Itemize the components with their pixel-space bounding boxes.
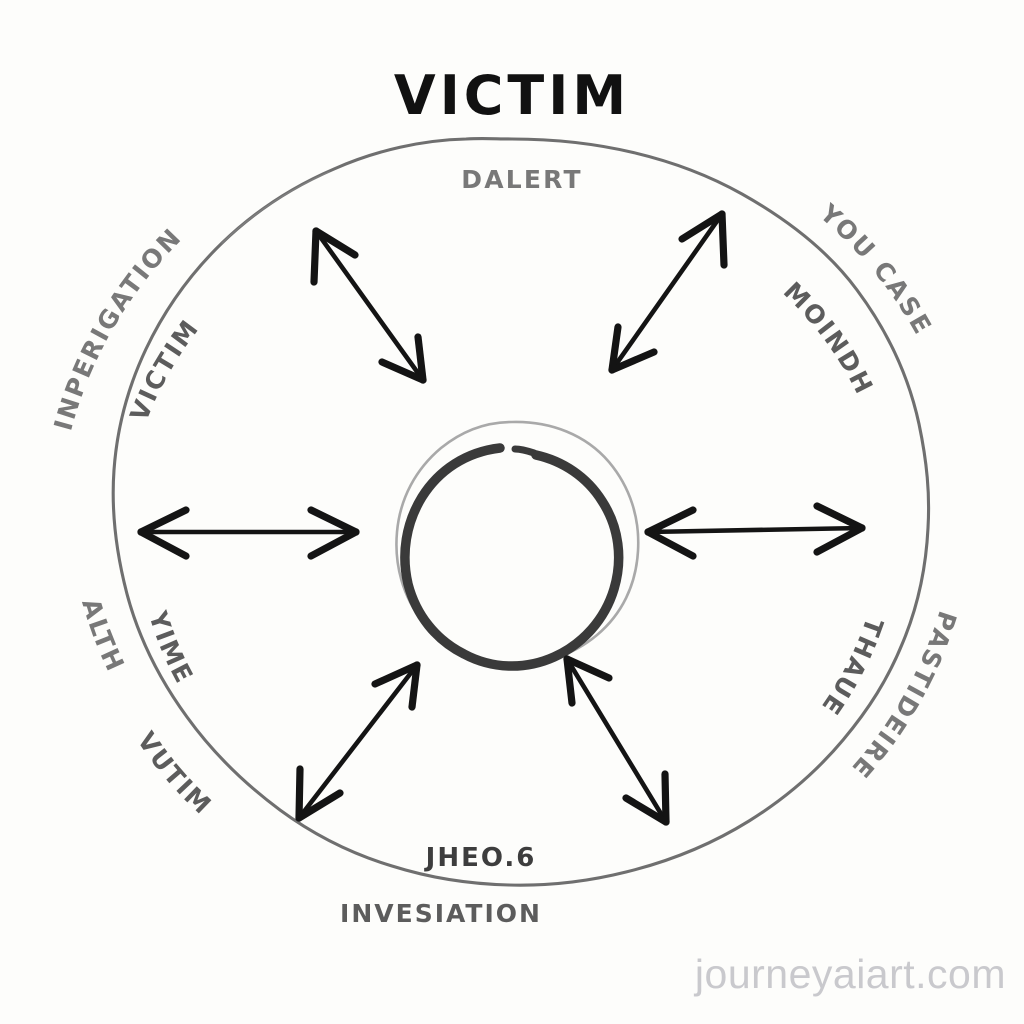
label-upper-right-inner: MOINDH (778, 276, 879, 399)
arrow-lower-right (563, 655, 670, 826)
arrow-upper-right (608, 210, 728, 374)
label-top-inner: DALERT (461, 165, 583, 194)
label-bottom-outer: INVESIATION (340, 899, 542, 928)
label-lower-right-inner: THAUE (815, 614, 889, 721)
arrow-lower-left (295, 661, 421, 822)
hub-inner-ring-gap-stroke (511, 445, 538, 457)
outer-ring-wobble (221, 171, 330, 244)
arrow-upper-left (310, 227, 427, 384)
label-lower-left-outer: ALTH (76, 595, 130, 677)
label-bottom-inner: JHEO.6 (424, 843, 537, 873)
label-upper-left-outer: INPERIGATION (49, 222, 188, 434)
arrow-left (137, 506, 360, 560)
diagram-title: VICTIM (394, 64, 630, 127)
watermark: journeyaiart.com (694, 951, 1006, 997)
arrow-right (644, 502, 866, 560)
label-lower-left-inner-a: YIME (143, 607, 199, 689)
outer-ring (111, 137, 931, 887)
hub-inner-ring (400, 443, 624, 671)
